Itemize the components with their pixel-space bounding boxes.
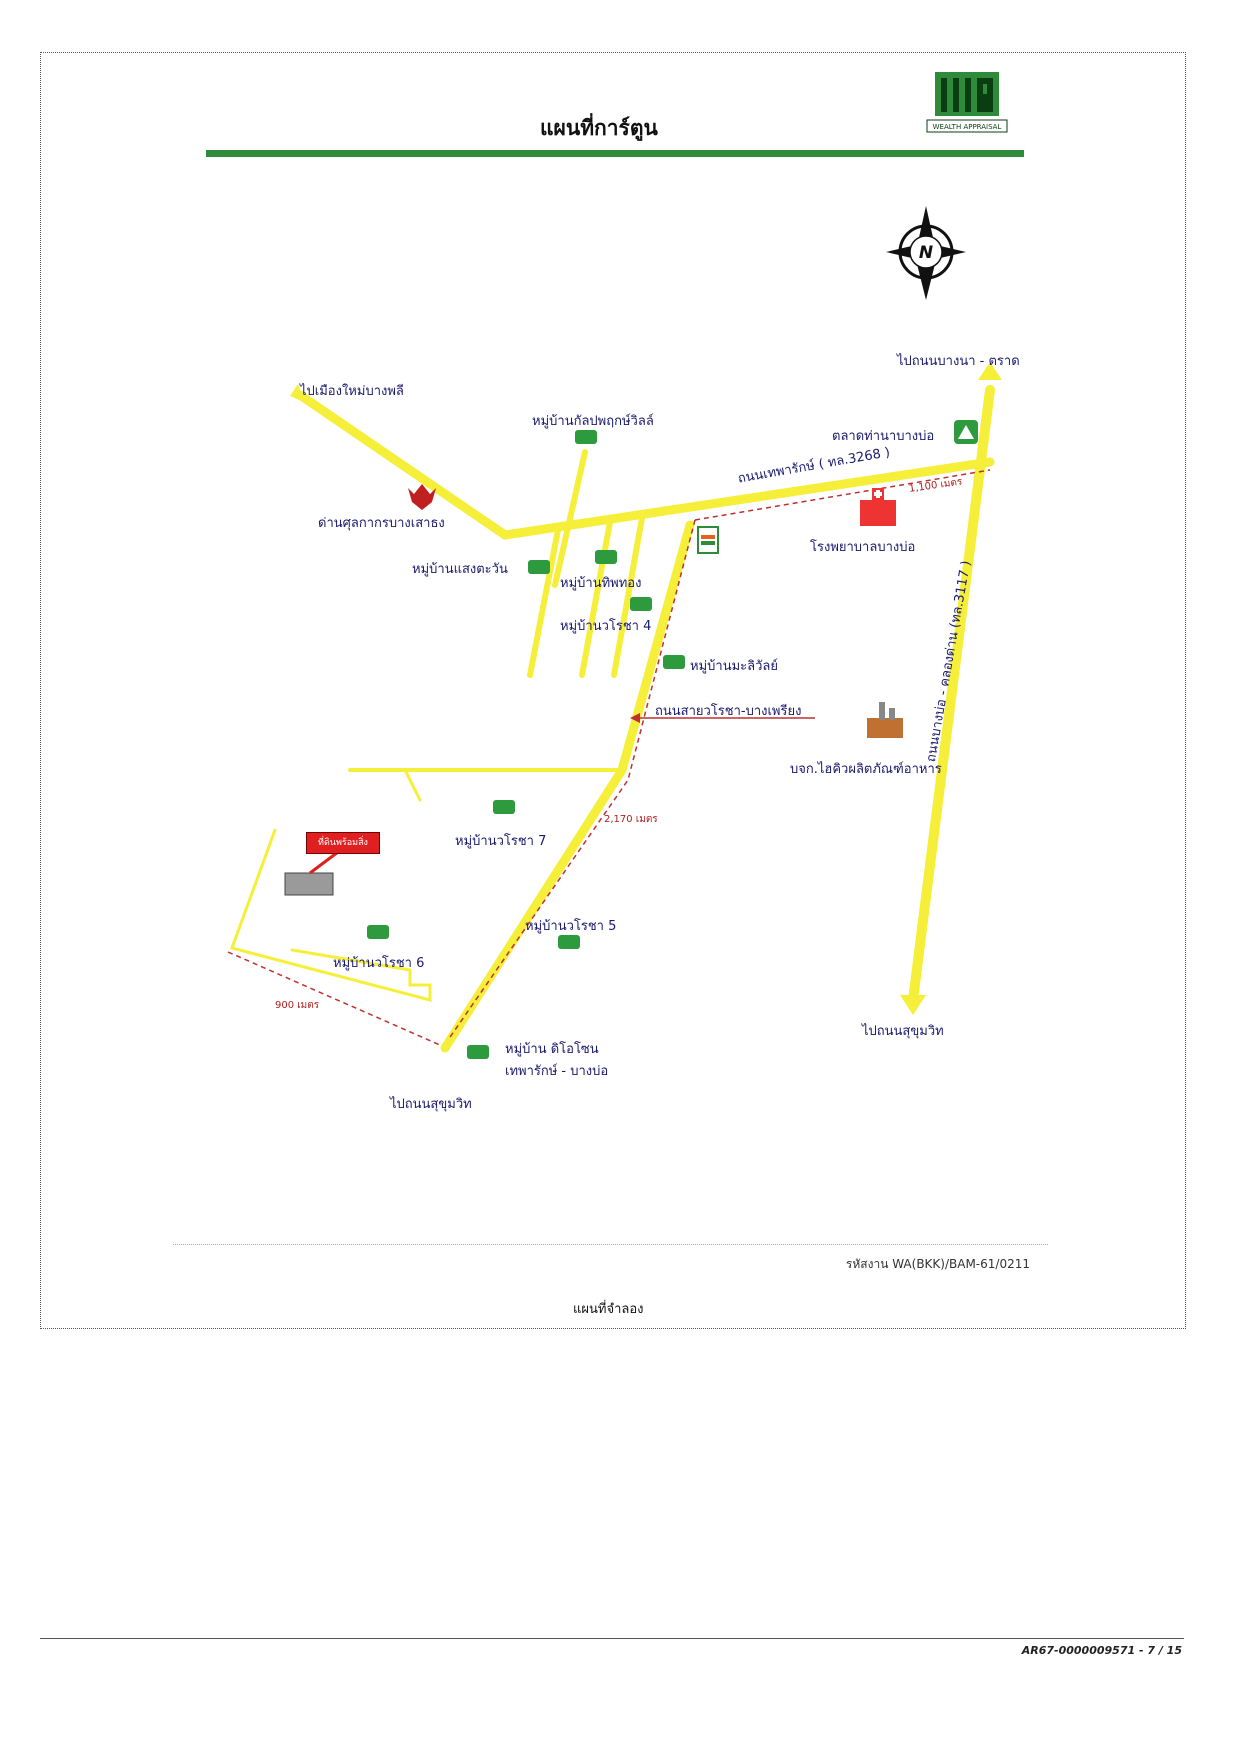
compass-rose: N (886, 206, 966, 300)
road-saengtawan (527, 527, 561, 678)
label-worachacha4: หมู่บ้านวโรชา 4 (560, 619, 652, 634)
label-to-sukhumvit-right: ไปถนนสุขุมวิท (862, 1024, 944, 1039)
label-to-bangphli: ไปเมืองใหม่บางพลี (300, 384, 404, 399)
target-parcel (284, 872, 334, 896)
page-frame (40, 52, 1186, 1329)
house-icon (367, 925, 389, 939)
compass-letter: N (919, 243, 933, 263)
road-worachacha (440, 520, 695, 1053)
wealth-appraisal-logo: WEALTH APPRAISAL (926, 72, 1008, 133)
page-bottom-rule (40, 1638, 1184, 1639)
header-rule (206, 150, 1024, 157)
label-market: ตลาดท่านาบางบ่อ (832, 429, 935, 444)
house-icon (528, 560, 550, 574)
hospital-icon (860, 488, 896, 526)
house-icon (595, 550, 617, 564)
arrow-north-bangna (978, 362, 1002, 380)
arrow-bangphli (290, 384, 304, 402)
house-icon (663, 655, 685, 669)
label-customs: ด่านศุลกากรบางเสาธง (318, 516, 445, 531)
label-dio-line1: หมู่บ้าน ดิโอโซน (505, 1042, 599, 1057)
label-thipthong: หมู่บ้านทิพทอง (560, 576, 642, 591)
label-worachacha6: หมู่บ้านวโรชา 6 (333, 956, 425, 971)
label-worachacha7: หมู่บ้านวโรชา 7 (455, 834, 547, 849)
page-title: แผนที่การ์ตูน (540, 116, 658, 140)
label-road-sai: ถนนสายวโรชา-บางเพรียง (655, 704, 802, 719)
house-icon (558, 935, 580, 949)
road-to-bangphli (295, 390, 510, 540)
factory-icon (867, 702, 903, 738)
distance-line-2170 (447, 519, 696, 1041)
house-icon (493, 800, 515, 814)
label-to-bangna-trat: ไปถนนบางนา - ตราด (897, 354, 1020, 369)
road-thipthong (579, 519, 613, 678)
page-number: AR67-0000009571 - 7 / 15 (1021, 1644, 1182, 1657)
job-reference: รหัสงาน WA(BKK)/BAM-61/0211 (845, 1257, 1030, 1271)
house-icon (575, 430, 597, 444)
arrow-south-sukhumvit (900, 995, 926, 1015)
svg-text:WEALTH APPRAISAL: WEALTH APPRAISAL (933, 123, 1002, 131)
label-kanlapaphruek: หมู่บ้านกัลปพฤกษ์วิลล์ (532, 414, 654, 429)
map-caption: แผนที่จำลอง (573, 1302, 644, 1317)
label-company: บจก.ไฮคิวผลิตภัณฑ์อาหาร (790, 762, 942, 777)
distance-line-900 (227, 951, 441, 1046)
road-soi-1 (403, 768, 422, 802)
label-to-sukhumvit-left: ไปถนนสุขุมวิท (390, 1097, 472, 1112)
label-dist-2170: 2,170 เมตร (604, 814, 658, 825)
label-hospital: โรงพยาบาลบางบ่อ (810, 540, 916, 555)
target-property-label: ที่ดินพร้อมสิ่ง (306, 832, 380, 854)
road-worachacha4 (611, 515, 645, 678)
house-icon (467, 1045, 489, 1059)
footer-rule (173, 1244, 1048, 1245)
road-thepharak (500, 457, 995, 540)
road-worachacha6-area (230, 828, 432, 1002)
road-kanlapaphruek (552, 449, 588, 588)
house-icon (630, 597, 652, 611)
customs-emblem-icon (408, 484, 436, 510)
market-icon (954, 420, 978, 444)
road-bangbo (908, 385, 995, 1005)
seven-eleven-icon (697, 526, 719, 554)
label-saengtawan: หมู่บ้านแสงตะวัน (412, 562, 508, 577)
label-dist-900: 900 เมตร (275, 1000, 320, 1011)
distance-line-1100 (694, 469, 991, 521)
label-worachacha5: หมู่บ้านวโรชา 5 (525, 919, 617, 934)
label-malivan: หมู่บ้านมะลิวัลย์ (690, 659, 778, 674)
label-dio-line2: เทพารักษ์ - บางบ่อ (505, 1064, 609, 1079)
